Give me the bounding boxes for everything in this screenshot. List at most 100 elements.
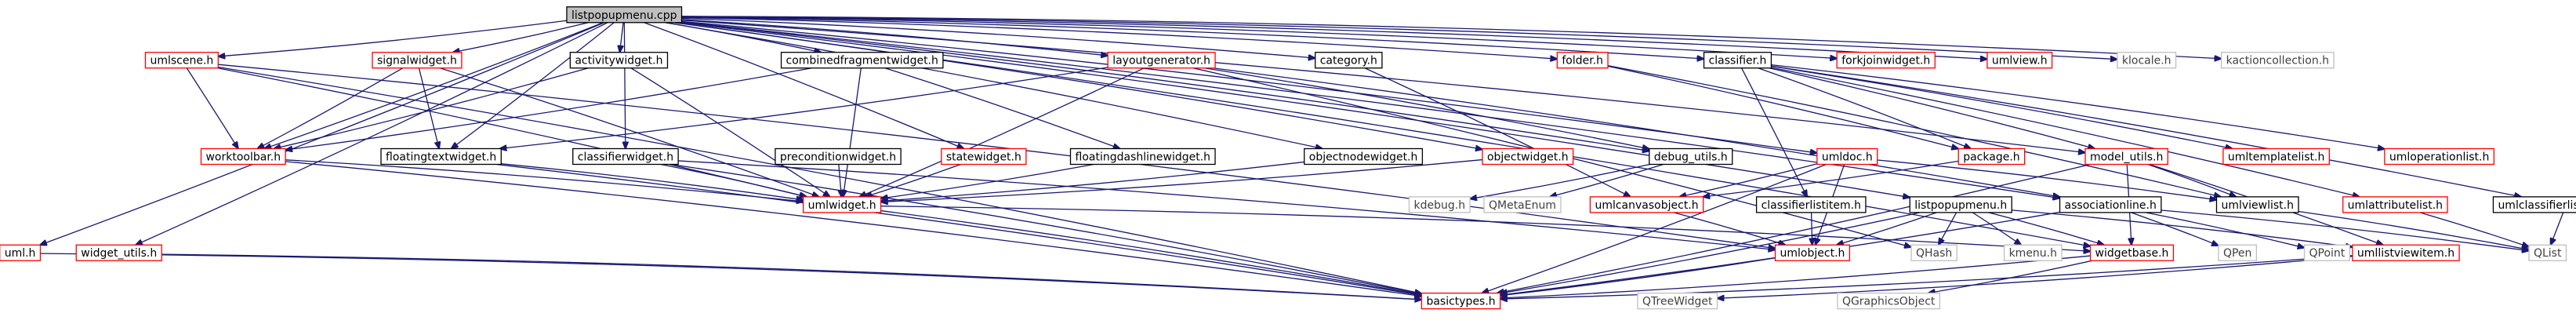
edge-model-utils-h-to-umlviewlist-h: [2147, 163, 2237, 196]
edge-listpopupmenu-cpp-to-floatingtextwidget-h: [452, 22, 615, 149]
node-qmetaenum[interactable]: QMetaEnum: [1483, 196, 1562, 213]
node-associationline-h[interactable]: associationline.h: [2059, 196, 2162, 213]
edge-classifier-h-to-package-h: [1758, 67, 1971, 149]
node-box: [1408, 196, 1471, 213]
edge-layoutgenerator-h-to-floatingtextwidget-h: [500, 67, 1108, 149]
node-label: widgetbase.h: [2095, 247, 2169, 260]
edge-classifierwidget-h-to-basictypes-h: [670, 163, 1422, 293]
edge-listpopupmenu-cpp-to-activitywidget-h: [620, 22, 624, 53]
node-classifier-h[interactable]: classifier.h: [1703, 52, 1772, 69]
edge-umllistviewitem-h-to-qtreewidget: [1718, 256, 2353, 299]
node-forkjoinwidget-h[interactable]: forkjoinwidget.h: [1836, 52, 1936, 69]
node-label: floatingdashlinewidget.h: [1076, 151, 1211, 163]
node-box: [1069, 147, 1216, 166]
edge-widget-utils-h-to-basictypes-h: [161, 253, 1421, 300]
node-statewidget-h[interactable]: statewidget.h: [941, 147, 1027, 166]
node-kactioncollection-h[interactable]: kactioncollection.h: [2220, 52, 2335, 69]
node-box: [2352, 244, 2460, 261]
node-uml-h[interactable]: uml.h: [0, 244, 42, 261]
node-objectwidget-h[interactable]: objectwidget.h: [1482, 147, 1574, 166]
node-label: listpopupmenu.h: [1914, 199, 2007, 212]
node-debug-utils-h[interactable]: debug_utils.h: [1649, 147, 1733, 166]
node-umllistviewitem-h[interactable]: umllistviewitem.h: [2352, 244, 2460, 261]
node-qpen[interactable]: QPen: [2218, 244, 2258, 261]
node-kdebug-h[interactable]: kdebug.h: [1408, 196, 1471, 213]
edge-umlwidget-h-to-basictypes-h: [880, 209, 1422, 295]
node-floatingdashlinewidget-h[interactable]: floatingdashlinewidget.h: [1069, 147, 1216, 166]
node-qgraphicsobject[interactable]: QGraphicsObject: [1837, 292, 1941, 310]
node-box: [1986, 52, 2053, 69]
node-umlwidget-h[interactable]: umlwidget.h: [803, 196, 882, 213]
edge-umldoc-h-to-umlviewlist-h: [1877, 159, 2217, 200]
node-umlviewlist-h[interactable]: umlviewlist.h: [2215, 196, 2299, 213]
node-umlcanvasobject-h[interactable]: umlcanvasobject.h: [1589, 196, 1704, 213]
node-model-utils-h[interactable]: model_utils.h: [2084, 147, 2168, 166]
edge-activitywidget-h-to-umlwidget-h: [630, 67, 830, 197]
node-box: [1755, 196, 1867, 213]
edge-activitywidget-h-to-worktoolbar-h: [274, 67, 589, 149]
edge-listpopupmenu-cpp-to-uml-h: [40, 22, 605, 245]
node-box: [200, 147, 286, 166]
node-signalwidget-h[interactable]: signalwidget.h: [372, 52, 463, 69]
node-label: klocale.h: [2122, 55, 2171, 67]
node-worktoolbar-h[interactable]: worktoolbar.h: [200, 147, 286, 166]
node-floatingtextwidget-h[interactable]: floatingtextwidget.h: [380, 147, 502, 166]
edge-worktoolbar-h-to-umlwidget-h: [285, 159, 804, 202]
node-box: [2084, 147, 2168, 166]
node-box: [780, 52, 944, 69]
node-widgetbase-h[interactable]: widgetbase.h: [2089, 244, 2175, 261]
node-listpopupmenu-cpp[interactable]: listpopupmenu.cpp: [566, 6, 683, 24]
node-box: [2003, 244, 2063, 261]
node-umlobject-h[interactable]: umlobject.h: [1774, 244, 1851, 261]
node-activitywidget-h[interactable]: activitywidget.h: [569, 52, 669, 69]
node-qlist[interactable]: QList: [2528, 244, 2567, 261]
node-layoutgenerator-h[interactable]: layoutgenerator.h: [1107, 52, 1216, 69]
node-category-h[interactable]: category.h: [1315, 52, 1383, 69]
node-box: [0, 244, 42, 261]
node-kmenu-h[interactable]: kmenu.h: [2003, 244, 2063, 261]
node-classifierwidget-h[interactable]: classifierwidget.h: [572, 147, 679, 166]
node-folder-h[interactable]: folder.h: [1556, 52, 1609, 69]
node-umldoc-h[interactable]: umldoc.h: [1816, 147, 1878, 166]
edge-signalwidget-h-to-umlwidget-h: [440, 67, 818, 197]
node-label: umlclassifierlistitemlist.h: [2498, 199, 2576, 212]
node-combinedfragmentwidget-h[interactable]: combinedfragmentwidget.h: [780, 52, 944, 69]
node-label: umlwidget.h: [808, 199, 876, 212]
node-umlattributelist-h[interactable]: umlattributelist.h: [2342, 196, 2448, 213]
node-label: widget_utils.h: [81, 247, 157, 260]
node-umltemplatelist-h[interactable]: umltemplatelist.h: [2222, 147, 2331, 166]
edge-layoutgenerator-h-to-associationline-h: [1213, 67, 2059, 197]
node-label: floatingtextwidget.h: [386, 151, 496, 163]
edge-statewidget-h-to-umlwidget-h: [865, 163, 961, 196]
edge-listpopupmenu-cpp-to-classifierwidget-h: [624, 22, 626, 149]
node-qpoint[interactable]: QPoint: [2303, 244, 2350, 261]
node-box: [2492, 196, 2576, 213]
edge-classifier-h-to-umlclassifierlistitemlist-h: [1771, 65, 2521, 197]
node-preconditionwidget-h[interactable]: preconditionwidget.h: [775, 147, 902, 166]
node-label: classifier.h: [1709, 55, 1767, 67]
edge-preconditionwidget-h-to-umlwidget-h: [839, 164, 841, 196]
node-umlscene-h[interactable]: umlscene.h: [144, 52, 219, 69]
edge-umlcanvasobject-h-to-umlobject-h: [1673, 212, 1786, 245]
node-objectnodewidget-h[interactable]: objectnodewidget.h: [1304, 147, 1424, 166]
node-umloperationlist-h[interactable]: umloperationlist.h: [2384, 147, 2495, 166]
node-package-h[interactable]: package.h: [1957, 147, 2026, 166]
node-umlview-h[interactable]: umlview.h: [1986, 52, 2053, 69]
node-widget-utils-h[interactable]: widget_utils.h: [75, 244, 162, 261]
node-label: QTreeWidget: [1642, 296, 1713, 308]
node-klocale-h[interactable]: klocale.h: [2117, 52, 2177, 69]
node-listpopupmenu-h[interactable]: listpopupmenu.h: [1909, 196, 2012, 213]
node-label: kdebug.h: [1413, 199, 1465, 212]
node-classifierlistitem-h[interactable]: classifierlistitem.h: [1755, 196, 1867, 213]
node-basictypes-h[interactable]: basictypes.h: [1420, 292, 1501, 310]
edge-worktoolbar-h-to-basictypes-h: [285, 161, 1421, 297]
node-label: QPen: [2223, 247, 2251, 260]
node-umlclassifierlistitemlist-h[interactable]: umlclassifierlistitemlist.h: [2492, 196, 2576, 213]
node-box: [2384, 147, 2495, 166]
edge-listpopupmenu-cpp-to-widget-utils-h: [136, 22, 608, 245]
node-qtreewidget[interactable]: QTreeWidget: [1637, 292, 1718, 310]
node-box: [1304, 147, 1424, 166]
node-qhash[interactable]: QHash: [1910, 244, 1957, 261]
node-label: debug_utils.h: [1654, 151, 1728, 163]
